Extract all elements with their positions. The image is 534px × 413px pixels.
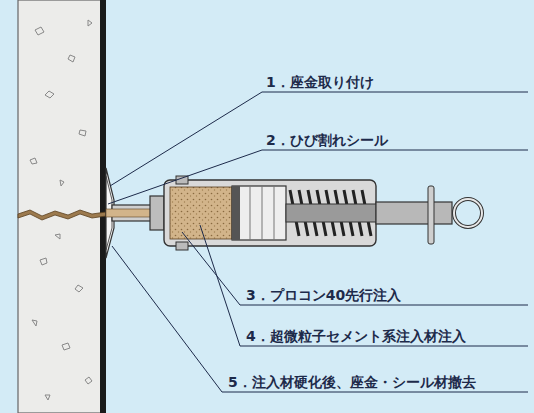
callout-label: 5．注入材硬化後、座金・シール材撤去 bbox=[228, 373, 476, 391]
concrete-wall bbox=[18, 0, 104, 413]
callout-label: 4．超微粒子セメント系注入材注入 bbox=[246, 327, 466, 345]
crack bbox=[18, 210, 106, 220]
callout-label: 2．ひび割れシール bbox=[266, 131, 388, 149]
grip-bar bbox=[428, 186, 434, 244]
plunger-rod bbox=[376, 202, 452, 224]
aggregate bbox=[30, 20, 92, 400]
syringe-body bbox=[164, 180, 376, 246]
callout-label: 3．プロコン40先行注入 bbox=[246, 286, 401, 304]
injection-material bbox=[170, 187, 232, 239]
wall-surface bbox=[100, 0, 106, 413]
piston bbox=[232, 186, 286, 240]
pull-ring bbox=[454, 199, 482, 227]
leader-line bbox=[108, 92, 528, 392]
callout-label: 1．座金取り付け bbox=[266, 73, 374, 91]
